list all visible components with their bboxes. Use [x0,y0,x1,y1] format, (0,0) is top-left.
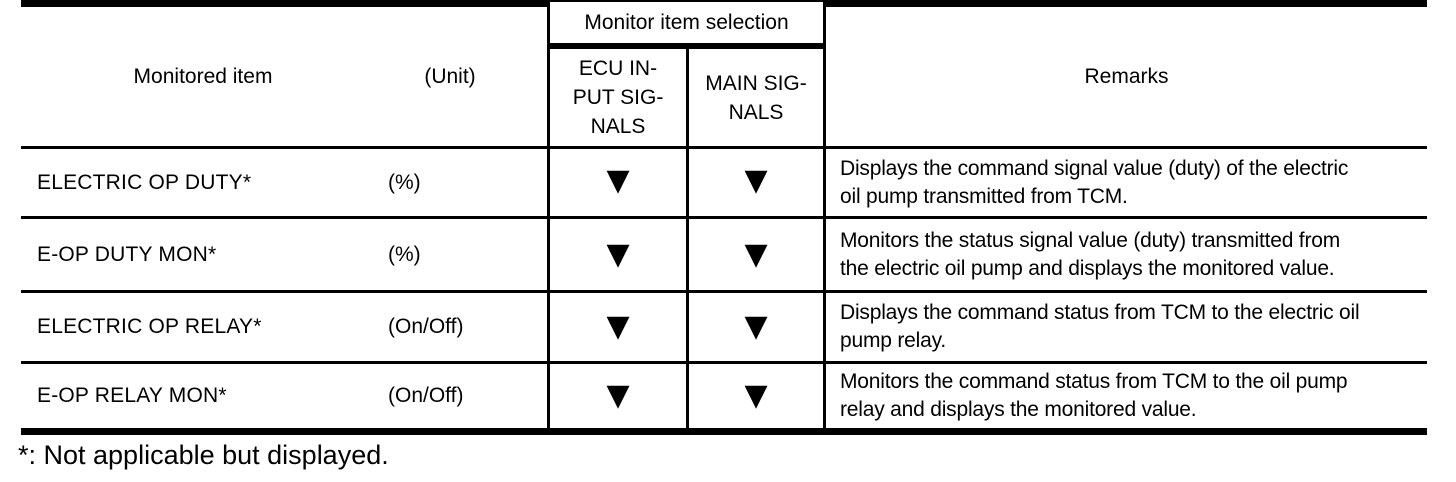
table-bottom-rule [21,428,1427,435]
monitored-item-label: E-OP DUTY MON* [37,242,217,266]
unit-value: (On/Off) [388,384,464,407]
monitored-item-label: E-OP RELAY MON* [37,384,227,407]
ecu-input-selected-triangle-icon: ▼ [606,309,630,344]
row-divider-3 [21,361,1427,364]
ecu-input-selected-triangle-icon: ▼ [606,378,630,413]
ecu-input-selected-triangle-icon: ▼ [606,163,630,198]
main-selected-triangle-icon: ▼ [744,163,768,198]
row-divider-1 [21,216,1427,219]
header-monitor-item-selection: Monitor item selection [584,10,789,34]
remarks-text: Monitors the status signal value (duty) … [840,228,1341,280]
monitored-item-label: ELECTRIC OP RELAY* [37,315,262,338]
unit-value: (On/Off) [388,315,464,338]
header-remarks: Remarks [1084,64,1169,88]
remarks-text: Displays the command status from TCM to … [840,301,1360,352]
remarks-text: Monitors the command status from TCM to … [840,370,1348,421]
column-border-left-of-ecu [547,0,550,428]
unit-value: (%) [388,170,421,194]
column-border-right-of-main [823,0,826,428]
main-selected-triangle-icon: ▼ [744,378,768,413]
main-selected-triangle-icon: ▼ [744,309,768,344]
ecu-input-selected-triangle-icon: ▼ [606,236,630,272]
footnote-text: *: Not applicable but displayed. [18,440,389,470]
table-top-rule-right [826,0,1427,7]
column-border-ecu-main [686,43,689,428]
remarks-text: Displays the command signal value (duty)… [840,156,1349,208]
header-bottom-border [21,146,1427,149]
header-main-signals: MAIN SIG- NALS [705,71,807,124]
header-ecu-input-signals: ECU IN- PUT SIG- NALS [572,57,664,138]
main-selected-triangle-icon: ▼ [744,236,768,272]
table-top-rule-left [21,0,547,7]
unit-value: (%) [388,242,421,266]
header-monitored-item: Monitored item [133,64,273,88]
row-divider-2 [21,290,1427,293]
monitored-item-label: ELECTRIC OP DUTY* [37,170,252,194]
header-unit: (Unit) [424,64,476,88]
selection-cell-top-border [547,0,826,2]
